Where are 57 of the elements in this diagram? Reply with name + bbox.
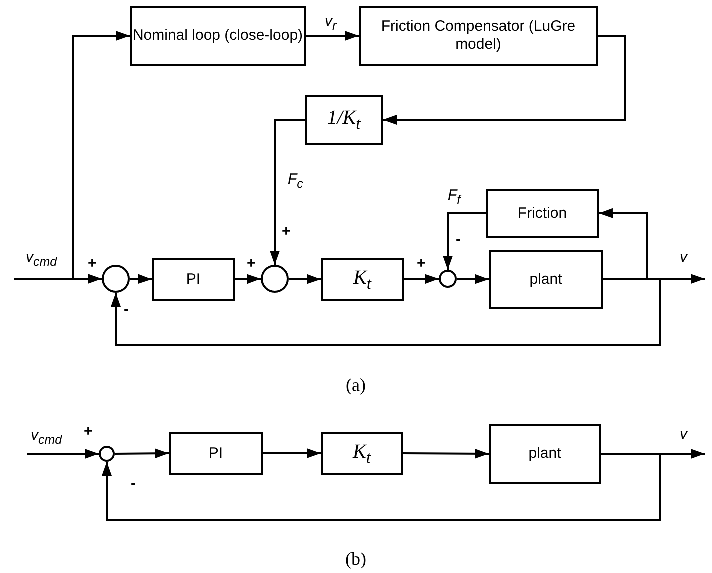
signal-label: F$_{f}$ xyxy=(448,188,461,206)
block-box xyxy=(130,6,306,66)
arrow xyxy=(383,35,626,125)
summing-junction xyxy=(102,265,130,293)
signal-label: v xyxy=(680,427,688,442)
arrow xyxy=(27,449,99,459)
block-box xyxy=(489,424,601,484)
signal-label: v$_{cmd}$ xyxy=(26,250,58,268)
figure-caption: (b) xyxy=(346,550,366,568)
signal-label: v$_{cmd}$ xyxy=(31,428,62,446)
block-box xyxy=(305,95,383,145)
block-box xyxy=(321,432,403,475)
block-label: PI xyxy=(186,270,201,288)
arrow xyxy=(288,274,322,284)
block-label: plant xyxy=(528,445,562,463)
arrow xyxy=(270,119,305,265)
arrow xyxy=(306,31,359,41)
signal-label: v xyxy=(680,250,688,265)
arrow xyxy=(102,453,661,521)
block-label: plant xyxy=(530,270,562,288)
figure-caption: (a) xyxy=(346,376,366,394)
block-box xyxy=(359,6,598,66)
sign-label: - xyxy=(131,476,136,491)
arrow xyxy=(114,448,170,459)
block-box xyxy=(152,258,235,301)
summing-junction xyxy=(99,446,115,462)
signal-label: F$_{c}$ xyxy=(288,172,304,190)
block-label: K$_{t}$ xyxy=(353,440,371,468)
sign-label: + xyxy=(247,256,256,271)
sign-label: + xyxy=(88,256,97,271)
signal-label: v$_{r}$ xyxy=(325,14,337,32)
block-label: K$_{t}$ xyxy=(354,266,372,294)
block-box xyxy=(489,250,603,309)
arrow xyxy=(443,212,486,270)
arrow xyxy=(599,208,648,280)
arrow xyxy=(111,278,661,346)
arrow xyxy=(456,274,490,284)
block-label: Friction Compensator (LuGre model) xyxy=(380,18,577,54)
block-box xyxy=(486,189,599,238)
summing-junction xyxy=(439,270,457,288)
summing-junction xyxy=(261,265,289,293)
arrow xyxy=(403,448,489,459)
block-box xyxy=(321,258,404,301)
sign-label: + xyxy=(84,424,93,439)
sign-label: + xyxy=(417,256,426,271)
sign-label: - xyxy=(456,232,461,247)
arrow xyxy=(263,448,321,458)
block-label: Friction xyxy=(518,204,568,222)
block-label: PI xyxy=(208,444,224,462)
block-label: 1/K$_{t}$ xyxy=(327,106,361,134)
block-label: Nominal loop (close-loop) xyxy=(132,27,304,45)
arrow xyxy=(130,274,152,284)
arrow xyxy=(234,274,262,284)
sign-label: + xyxy=(282,224,291,239)
arrow xyxy=(404,274,440,284)
sign-label: - xyxy=(124,302,129,317)
block-box xyxy=(169,432,263,475)
